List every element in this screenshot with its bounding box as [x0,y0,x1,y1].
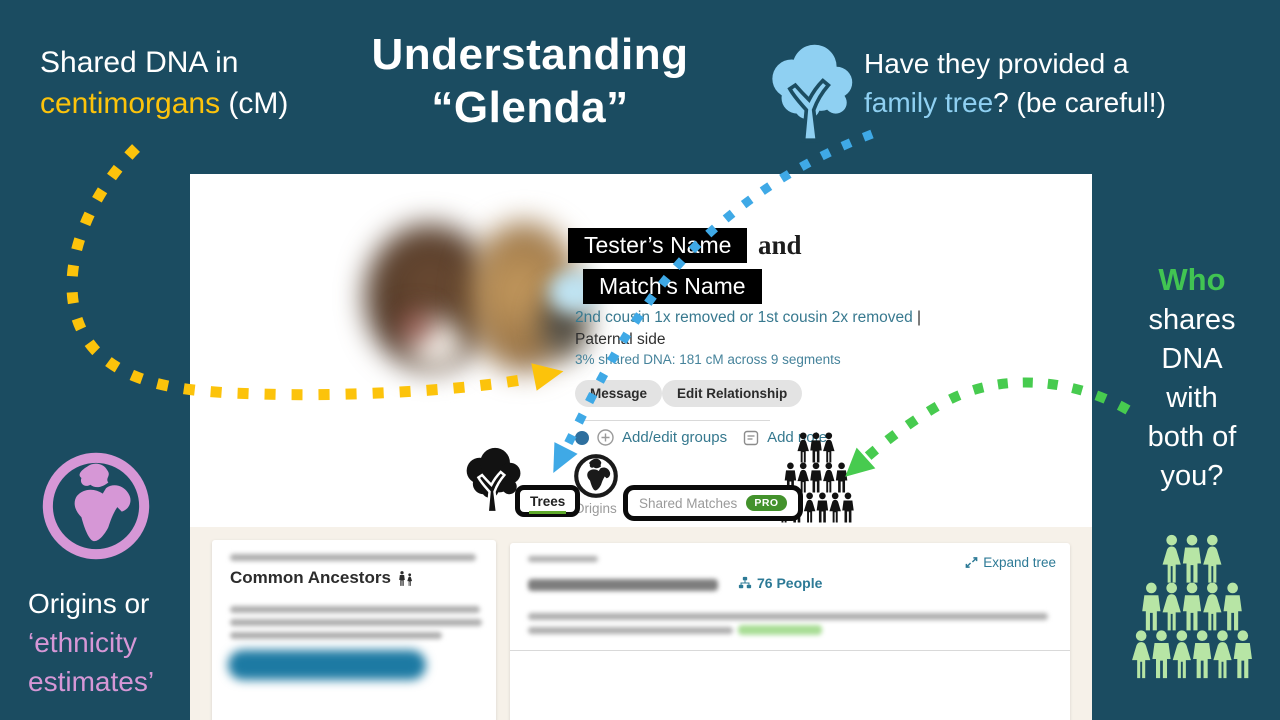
blurred-tree-title [528,579,718,591]
origins-tab[interactable]: Origins [574,501,617,516]
who-note-word: both of [1147,421,1237,453]
shared-dna-link[interactable]: 3% shared DNA: 181 cM across 9 segments [575,352,841,367]
who-note-word: DNA [1161,343,1223,375]
shared-dna-note: Shared DNA in centimorgans (cM) [40,42,288,124]
note-icon[interactable] [743,430,759,446]
origins-note: Origins or ‘ethnicity estimates’ [28,584,154,701]
blurred-cta-button[interactable] [228,650,426,680]
group-color-dot[interactable] [575,430,589,445]
expand-tree-icon [965,557,978,568]
shared-matches-tab-label[interactable]: Shared Matches [639,495,738,511]
family-tree-note: Have they provided a family tree? (be ca… [864,44,1166,122]
add-group-plus-icon[interactable] [597,429,614,446]
origins-note-line2: ‘ethnicity [28,627,137,658]
trees-tab-label[interactable]: Trees [529,494,567,514]
family-tree-icon [764,42,856,143]
blurred-text [230,632,442,639]
common-ancestors-heading-text: Common Ancestors [230,568,391,587]
who-note-word: shares [1148,304,1236,336]
family-tree-note-suffix: ? (be careful!) [993,87,1166,118]
expand-tree-label[interactable]: Expand tree [983,555,1056,570]
green-crowd-icon [1130,534,1254,679]
blurred-text [528,556,598,562]
match-name-overlay: Match’s Name [583,269,762,304]
blurred-text [230,606,480,613]
shared-dna-note-line1: Shared DNA in [40,46,239,79]
divider [575,420,770,421]
people-count-icon [738,576,752,589]
pro-badge: PRO [746,495,787,511]
shared-dna-note-suffix: (cM) [220,87,289,120]
who-note-word: with [1166,382,1218,414]
common-ancestors-heading: Common Ancestors [230,568,415,588]
divider [510,650,1070,651]
message-button[interactable]: Message [575,380,663,407]
origins-globe-icon [40,450,152,562]
edit-relationship-button[interactable]: Edit Relationship [662,380,803,407]
trees-tab[interactable]: Trees [515,485,581,517]
blurred-text [528,627,733,634]
blurred-text [528,613,1048,620]
tester-name-overlay: Tester’s Name [568,228,748,263]
relationship-line: 2nd cousin 1x removed or 1st cousin 2x r… [575,307,973,351]
common-ancestors-card: Common Ancestors [212,540,496,720]
ancestry-match-screenshot: and Tester’s Name Match’s Name 2nd cousi… [190,174,1092,720]
blurred-green-link [738,625,822,635]
people-count-label[interactable]: 76 People [757,575,823,591]
origins-note-line1: Origins or [28,588,150,619]
slide-title: Understanding “Glenda” [315,28,745,134]
add-edit-groups-link[interactable]: Add/edit groups [622,429,728,446]
who-note-word: you? [1160,460,1224,492]
common-ancestors-icon [399,570,412,586]
blurred-photo [403,314,429,340]
shared-matches-tab[interactable]: Shared Matches PRO [623,485,803,521]
family-tree-note-highlight: family tree [864,87,994,118]
linked-tree-card: Expand tree 76 People [510,543,1070,720]
trees-tab-icon [461,446,523,514]
people-count-link[interactable]: 76 People [738,575,822,591]
family-tree-note-line1: Have they provided a [864,48,1129,79]
blurred-text [230,619,482,626]
origins-note-line3: estimates’ [28,666,155,697]
relationship-link[interactable]: 2nd cousin 1x removed or 1st cousin 2x r… [575,309,913,326]
shared-dna-note-highlight: centimorgans [40,87,221,120]
who-note: Who shares DNA with both of you? [1122,260,1262,496]
page-title-fragment: and [758,230,802,260]
who-note-highlight: Who [1158,262,1226,297]
blurred-text [230,554,476,561]
expand-tree-link[interactable]: Expand tree [965,555,1056,570]
slide-title-line1: Understanding [371,30,689,79]
slide-title-line2: “Glenda” [431,83,629,132]
